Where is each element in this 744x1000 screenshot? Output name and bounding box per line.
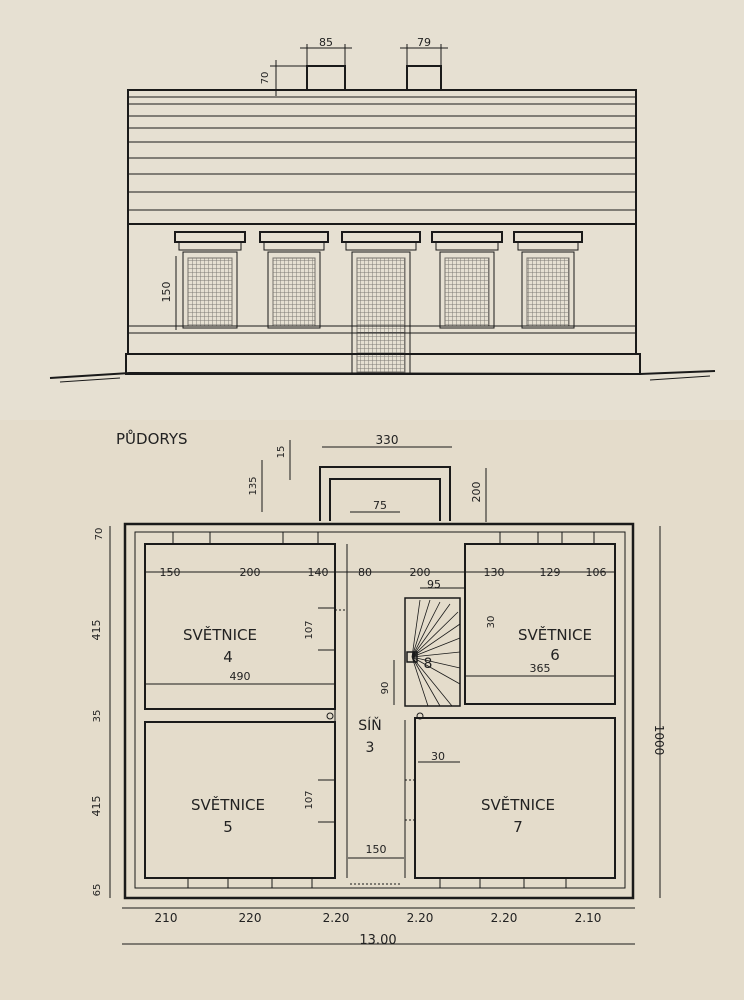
label-partition: 35 [92, 710, 103, 723]
label-room-h-top: 415 [90, 620, 103, 641]
niche-top-1 [172, 532, 211, 545]
label-porch-135: 135 [248, 476, 259, 495]
label-room4-width: 490 [230, 670, 251, 683]
label-stair-30: 30 [486, 616, 497, 629]
plan-title: PŮDORYS [116, 429, 188, 448]
label-porch-depth: 200 [470, 482, 483, 503]
label-top-130: 130 [484, 566, 505, 579]
label-top-129: 129 [540, 566, 561, 579]
label-bot-210b: 2.10 [575, 911, 602, 925]
room-7-label: SVĚTNICE [481, 795, 555, 814]
door-room-5 [318, 779, 336, 823]
room-4-label: SVĚTNICE [183, 625, 257, 644]
label-bot-210a: 210 [155, 911, 178, 925]
staircase [404, 597, 461, 707]
room-3-label: SÍŇ [358, 717, 382, 734]
chimney-left [306, 65, 346, 91]
room-6-number: 6 [550, 646, 560, 664]
label-door-107b: 107 [304, 790, 315, 809]
label-door-75: 75 [373, 499, 387, 512]
hall-wall-right [404, 720, 416, 878]
front-elevation [49, 44, 716, 383]
hall-wall-left [334, 544, 348, 878]
label-wall-30: 30 [431, 750, 445, 763]
label-room-h-bot: 415 [90, 796, 103, 817]
label-stair-90: 90 [380, 682, 391, 695]
label-total-height: 1000 [652, 725, 666, 756]
label-porch-width: 330 [376, 433, 399, 447]
label-top-150: 150 [160, 566, 181, 579]
label-top-80: 80 [358, 566, 372, 579]
roof [127, 89, 637, 225]
window-3 [431, 231, 503, 329]
room-6-walls [464, 543, 616, 705]
chimney-right [406, 65, 442, 91]
outer-wall-inner [134, 531, 626, 889]
room-3-number: 3 [366, 740, 375, 756]
window-height: 150 [160, 282, 173, 303]
label-bot-220c: 2.20 [407, 911, 434, 925]
door-room-4 [318, 607, 336, 651]
label-bot-220b: 2.20 [323, 911, 350, 925]
chimney-height: 70 [260, 72, 271, 85]
room-6-label: SVĚTNICE [518, 625, 592, 644]
label-stair-95: 95 [427, 578, 441, 591]
label-wall-bot: 65 [92, 884, 103, 897]
label-bot-220a: 220 [239, 911, 262, 925]
hinge-right [416, 712, 424, 720]
label-top-200a: 200 [240, 566, 261, 579]
room-8-number: 8 [424, 656, 433, 672]
room-4-number: 4 [223, 648, 233, 666]
room-5-label: SVĚTNICE [191, 795, 265, 814]
label-wall-top: 70 [94, 528, 105, 541]
floor-plan [109, 440, 661, 945]
hinge-left [326, 712, 334, 720]
label-door-150: 150 [366, 843, 387, 856]
room-5-number: 5 [223, 818, 233, 836]
label-bot-220d: 2.20 [491, 911, 518, 925]
label-top-106: 106 [586, 566, 607, 579]
label-total-width: 13.00 [359, 933, 396, 948]
porch-outer [319, 466, 451, 521]
window-4 [513, 231, 583, 329]
entrance-door [341, 231, 421, 375]
outer-wall [123, 522, 635, 900]
label-top-200b: 200 [410, 566, 431, 579]
room-labels: SVĚTNICE 4 SVĚTNICE 5 SÍŇ 3 SVĚTNICE 6 S… [183, 625, 592, 836]
label-door-107a: 107 [304, 620, 315, 639]
room-7-number: 7 [513, 818, 523, 836]
label-porch-15: 15 [276, 446, 287, 459]
dimension-labels: 330 200 15 135 75 70 415 35 415 65 1000 … [90, 433, 666, 948]
label-top-140: 140 [308, 566, 329, 579]
chimney-width-right: 79 [417, 36, 431, 49]
elevation-labels: 85 79 70 150 [160, 36, 431, 303]
window-2 [259, 231, 329, 329]
chimney-width-left: 85 [319, 36, 333, 49]
label-room6-width: 365 [530, 662, 551, 675]
porch-inner [329, 478, 441, 521]
window-1 [174, 231, 246, 329]
